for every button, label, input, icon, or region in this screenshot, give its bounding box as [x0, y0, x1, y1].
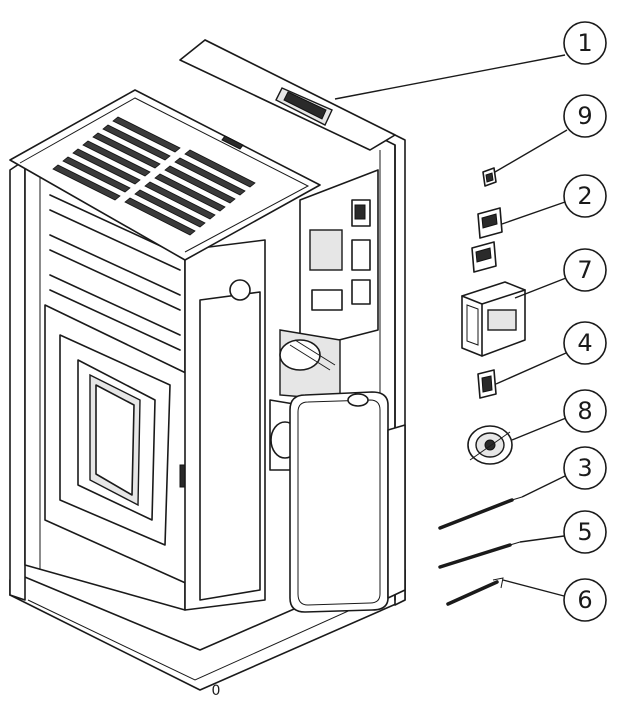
callout-7-label: 7 [577, 256, 592, 284]
callout-6: 6 [502, 578, 607, 622]
callout-2-label: 2 [577, 182, 592, 210]
callout-3: 3 [521, 446, 607, 498]
callout-7: 7 [514, 248, 607, 299]
part-6-igniter-icon [446, 577, 504, 606]
part-4-sensor-icon [477, 369, 497, 399]
callout-9-label: 9 [577, 102, 592, 130]
callout-1-label: 1 [577, 29, 592, 57]
part-8-pressure-switch-icon [467, 425, 513, 465]
part-2-switch-icon [471, 207, 503, 273]
callout-5: 5 [519, 510, 607, 554]
callout-8: 8 [511, 389, 607, 441]
part-9-connector-icon [482, 167, 497, 187]
part-3-probe-rod-icon [438, 496, 523, 530]
callout-4: 4 [495, 321, 607, 385]
callout-9: 9 [494, 94, 607, 173]
callout-5-label: 5 [577, 518, 592, 546]
callout-3-label: 3 [577, 454, 592, 482]
callout-8-label: 8 [577, 397, 592, 425]
callout-6-label: 6 [577, 586, 592, 614]
base-mark: 0 [212, 683, 221, 699]
part-5-probe-rod-icon [438, 541, 521, 569]
spare-parts [438, 167, 526, 606]
callout-4-label: 4 [577, 329, 592, 357]
callout-2: 2 [501, 174, 607, 225]
stove-illustration: 0 [9, 39, 406, 699]
callout-1: 1 [334, 21, 607, 100]
part-7-control-board-icon [461, 281, 526, 357]
